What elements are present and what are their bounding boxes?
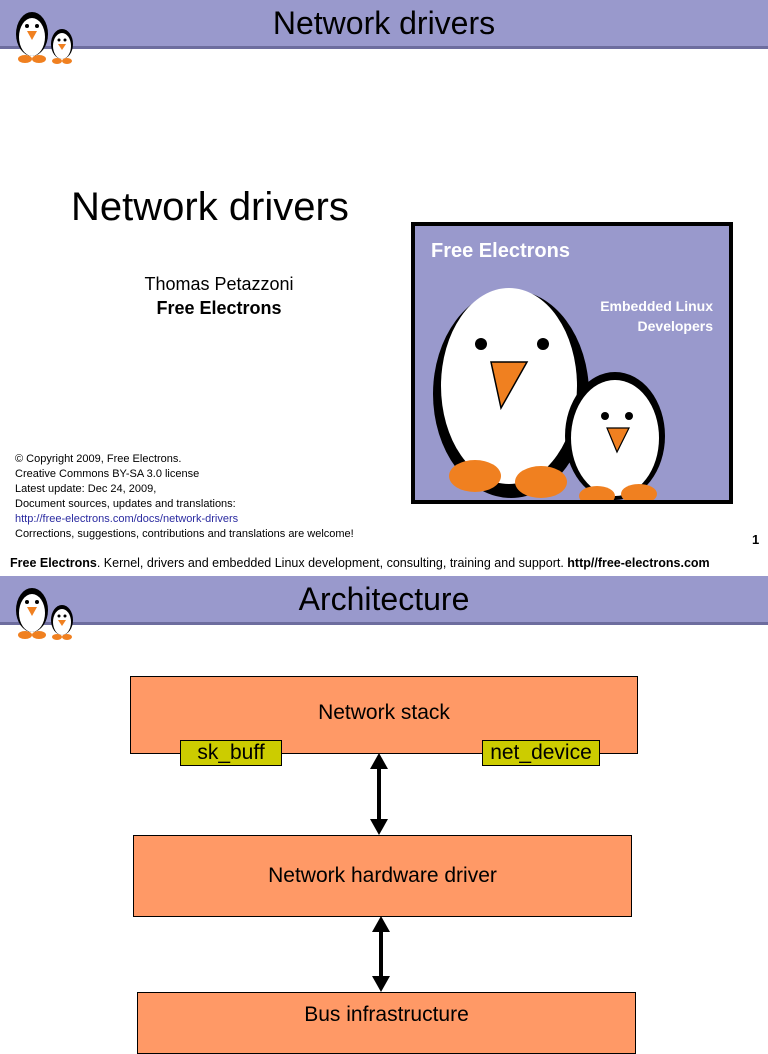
update-line: Latest update: Dec 24, 2009,	[15, 483, 157, 495]
net-device-tag: net_device	[482, 740, 600, 766]
slide1-header-bar	[0, 0, 768, 49]
penguins-illustration-icon	[433, 288, 665, 500]
docs-link[interactable]: http://free-electrons.com/docs/network-d…	[15, 513, 239, 525]
cover-image: Free Electrons Embedded Linux Developers	[411, 222, 733, 504]
penguins-logo-icon	[16, 588, 73, 640]
sk-buff-tag: sk_buff	[180, 740, 282, 766]
bus-infrastructure-label: Bus infrastructure	[304, 1003, 469, 1026]
bus-infrastructure-box: Bus infrastructure	[137, 992, 636, 1054]
welcome-line: Corrections, suggestions, contributions …	[15, 528, 354, 540]
organization-name: Free Electrons	[156, 298, 282, 318]
author-name: Thomas Petazzoni	[144, 274, 294, 294]
cover-tagline-line2: Developers	[637, 318, 713, 334]
cover-tagline-line1: Embedded Linux	[600, 298, 713, 314]
double-arrow-icon	[370, 753, 388, 835]
sources-line: Document sources, updates and translatio…	[15, 498, 236, 510]
double-arrow-icon	[372, 916, 390, 992]
copyright-line: © Copyright 2009, Free Electrons.	[15, 453, 182, 465]
footer-text: . Kernel, drivers and embedded Linux dev…	[96, 556, 568, 570]
footer-url[interactable]: http//free-electrons.com	[567, 556, 710, 570]
slide2-header-title: Architecture	[298, 581, 470, 617]
page-number: 1	[752, 532, 760, 547]
penguins-logo-icon	[16, 12, 73, 64]
footer-brand: Free Electrons	[10, 556, 97, 570]
network-stack-label: Network stack	[318, 701, 450, 724]
cover-tagline: Embedded Linux Developers	[600, 296, 713, 336]
slide2-header-bar	[0, 576, 768, 625]
copyright-block: © Copyright 2009, Free Electrons. Creati…	[15, 452, 405, 542]
network-hardware-driver-box: Network hardware driver	[133, 835, 632, 917]
slide-title: Network drivers	[71, 185, 349, 229]
footer: Free Electrons. Kernel, drivers and embe…	[0, 550, 768, 577]
network-hardware-driver-label: Network hardware driver	[268, 864, 497, 887]
license-line: Creative Commons BY-SA 3.0 license	[15, 468, 200, 480]
cover-brand: Free Electrons	[431, 240, 570, 262]
slide1-header-title: Network drivers	[272, 5, 496, 41]
